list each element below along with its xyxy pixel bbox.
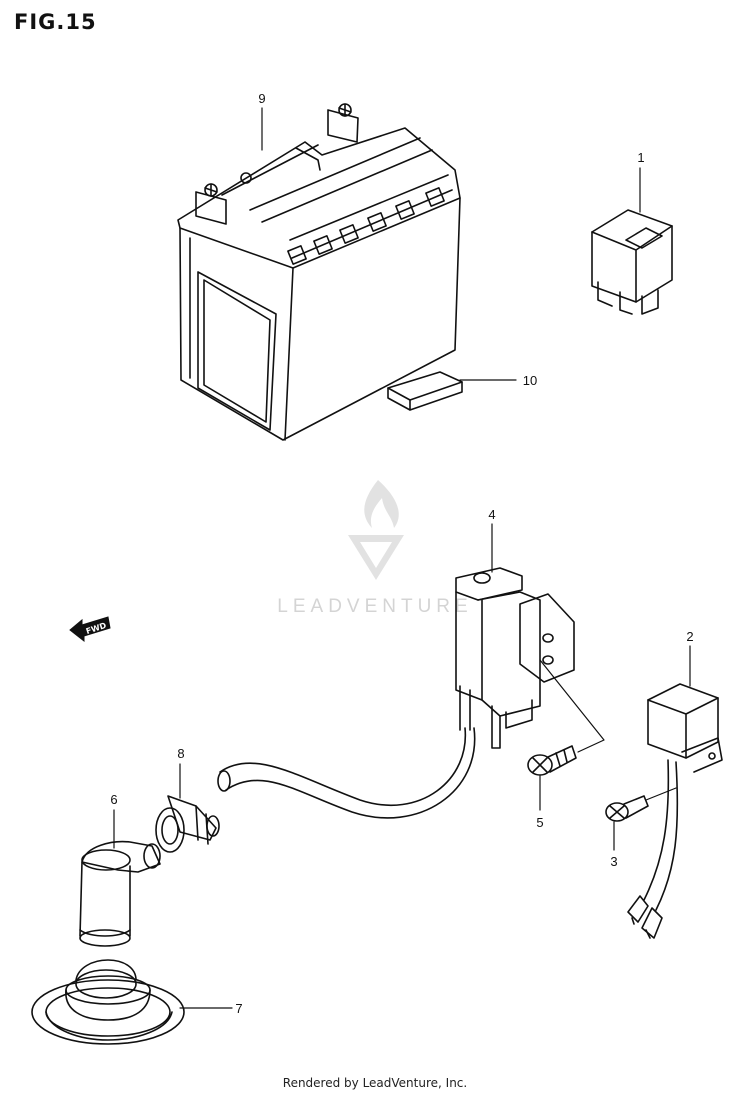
leader-lines — [113, 107, 691, 1009]
watermark-text: LEADVENTURE — [277, 596, 472, 617]
ignition-coil-part — [455, 567, 575, 749]
battery-part — [177, 103, 461, 441]
figure-title: FIG.15 — [14, 10, 97, 34]
footer-credit: Rendered by LeadVenture, Inc. — [282, 1076, 468, 1090]
watermark-v-icon — [348, 535, 404, 580]
screw-3-part — [605, 795, 649, 822]
fwd-arrow-icon — [69, 616, 111, 643]
leader-line-5-a — [539, 659, 605, 753]
watermark: LEADVENTURE — [277, 480, 472, 617]
high-tension-cord — [217, 727, 476, 819]
callout-6: 6 — [110, 792, 117, 807]
callout-7: 7 — [235, 1001, 242, 1016]
relay-part — [591, 209, 673, 315]
cover-grommet-part — [31, 959, 185, 1045]
callout-8: 8 — [177, 746, 184, 761]
callout-5: 5 — [536, 815, 543, 830]
callout-4: 4 — [488, 507, 495, 522]
regulator-part — [627, 683, 723, 939]
callout-3: 3 — [610, 854, 617, 869]
callout-10: 10 — [523, 373, 537, 388]
callout-1: 1 — [637, 150, 644, 165]
plug-cap-part — [79, 840, 161, 947]
battery-pad-part — [387, 371, 463, 411]
bolt-5-part — [527, 745, 577, 776]
callout-2: 2 — [686, 629, 693, 644]
watermark-flame-icon — [364, 480, 399, 528]
callout-9: 9 — [258, 91, 265, 106]
leader-line-3-b — [645, 787, 677, 801]
fwd-direction-marker: FWD — [69, 616, 111, 643]
boot-seal-part — [155, 795, 220, 853]
